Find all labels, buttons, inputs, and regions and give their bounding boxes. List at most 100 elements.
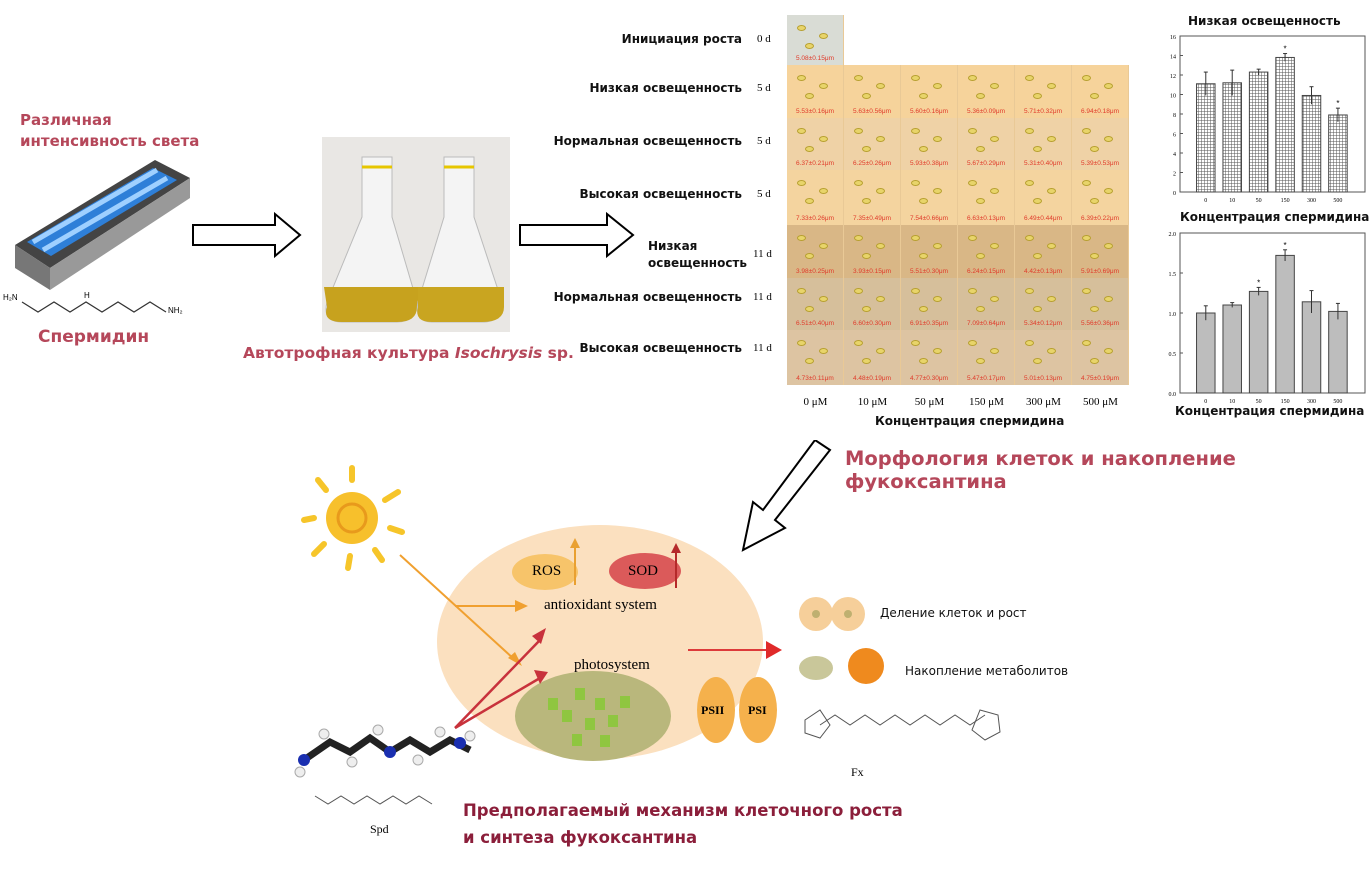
- cell-size-label: 7.54±0.66μm: [909, 215, 949, 222]
- algae-cell-icon: [919, 198, 928, 204]
- algae-cell-icon: [1025, 180, 1034, 186]
- micrograph-cell: 5.08±0.15μm: [787, 15, 844, 65]
- algae-cell-icon: [862, 198, 871, 204]
- cell-size-label: 5.34±0.12μm: [1023, 320, 1063, 327]
- algae-cell-icon: [919, 146, 928, 152]
- micrograph-cell: 5.71±0.32μm: [1015, 65, 1072, 118]
- algae-cell-icon: [976, 146, 985, 152]
- cell-size-label: 5.36±0.09μm: [966, 108, 1006, 115]
- y-tick-label: 2: [1173, 172, 1176, 178]
- cell-size-label: 7.09±0.64μm: [966, 320, 1006, 327]
- cell-size-label: 6.94±0.18μm: [1080, 108, 1120, 115]
- algae-cell-icon: [976, 306, 985, 312]
- spermidine-structure: [21, 301, 167, 313]
- micrograph-cell: 5.53±0.16μm: [787, 65, 844, 118]
- metabolites-label: Накопление метаболитов: [905, 664, 1069, 678]
- micrograph-cell: 5.47±0.17μm: [958, 330, 1015, 385]
- y-tick-label: 6: [1173, 133, 1176, 139]
- caption-line2: и синтеза фукоксантина: [463, 828, 698, 847]
- micrograph-cell: 5.60±0.16μm: [901, 65, 958, 118]
- bar: [1248, 71, 1269, 193]
- psii-label: PSII: [701, 703, 725, 717]
- arrow-right-icon: [192, 211, 302, 259]
- y-tick-label: 4: [1173, 152, 1176, 158]
- algae-cell-icon: [1047, 136, 1056, 142]
- bar: [1301, 94, 1322, 193]
- algae-cell-icon: [968, 235, 977, 241]
- significance-star: *: [1284, 241, 1287, 250]
- algae-cell-icon: [990, 188, 999, 194]
- significance-star: *: [1284, 45, 1287, 54]
- algae-cell-icon: [1025, 288, 1034, 294]
- micrograph-cell: 4.77±0.30μm: [901, 330, 958, 385]
- micrograph-cell: 4.75±0.19μm: [1072, 330, 1129, 385]
- x-tick-label: 0: [1204, 198, 1207, 204]
- column-label: 10 μM: [857, 396, 888, 408]
- algae-cell-icon: [919, 306, 928, 312]
- algae-cell-icon: [1090, 198, 1099, 204]
- algae-cell-icon: [1082, 75, 1091, 81]
- cell-size-label: 5.56±0.36μm: [1080, 320, 1120, 327]
- algae-cell-icon: [819, 33, 828, 39]
- caption-species: Isochrysis: [454, 344, 543, 362]
- algae-cell-icon: [976, 93, 985, 99]
- algae-cell-icon: [805, 198, 814, 204]
- micrograph-cell: 3.93±0.15μm: [844, 225, 901, 278]
- algae-cell-icon: [1033, 198, 1042, 204]
- micrograph-cell: 5.51±0.30μm: [901, 225, 958, 278]
- algae-cell-icon: [976, 358, 985, 364]
- bar: [1222, 82, 1242, 193]
- y-tick-label: 16: [1170, 35, 1176, 41]
- algae-cell-icon: [819, 348, 828, 354]
- micrograph-cell: 5.01±0.13μm: [1015, 330, 1072, 385]
- cell-size-label: 4.77±0.30μm: [909, 375, 949, 382]
- algae-cell-icon: [797, 75, 806, 81]
- algae-cell-icon: [911, 235, 920, 241]
- algae-cell-icon: [919, 253, 928, 259]
- algae-cell-icon: [876, 348, 885, 354]
- x-tick-label: 50: [1256, 198, 1262, 204]
- algae-cell-icon: [968, 180, 977, 186]
- algae-cell-icon: [1090, 93, 1099, 99]
- x-tick-label: 150: [1281, 399, 1290, 405]
- ros-bubble: [512, 554, 578, 590]
- algae-cell-icon: [1090, 358, 1099, 364]
- column-label: 150 μM: [969, 396, 1004, 408]
- cell-size-label: 5.47±0.17μm: [966, 375, 1006, 382]
- cell-size-label: 6.39±0.22μm: [1080, 215, 1120, 222]
- sod-bubble: [609, 553, 681, 589]
- cell-size-label: 6.24±0.15μm: [966, 268, 1006, 275]
- micrograph-cell: 5.34±0.12μm: [1015, 278, 1072, 330]
- algae-cell-icon: [805, 358, 814, 364]
- bar: [1248, 290, 1269, 394]
- micrograph-cell: 7.35±0.49μm: [844, 170, 901, 225]
- day-label: 5 d: [757, 188, 771, 200]
- algae-cell-icon: [968, 340, 977, 346]
- x-tick-label: 0: [1204, 399, 1207, 405]
- fucoxanthin-structure: [804, 709, 1001, 741]
- algae-cell-icon: [933, 348, 942, 354]
- chloroplast: [515, 671, 671, 761]
- cell-size-label: 6.37±0.21μm: [795, 160, 835, 167]
- cell-size-label: 7.33±0.26μm: [795, 215, 835, 222]
- spd-label: Spd: [370, 822, 389, 836]
- algae-cell-icon: [854, 340, 863, 346]
- algae-cell-icon: [1082, 180, 1091, 186]
- algae-cell-icon: [797, 180, 806, 186]
- cell-size-label: 4.75±0.19μm: [1080, 375, 1120, 382]
- micrograph-cell: 6.51±0.40μm: [787, 278, 844, 330]
- light-intensity-label: Различная интенсивность света: [20, 111, 200, 150]
- chart2-xlabel: Концентрация спермидина: [1175, 404, 1365, 418]
- algae-cell-icon: [862, 253, 871, 259]
- cell-size-label: 5.01±0.13μm: [1023, 375, 1063, 382]
- caption-prefix: Автотрофная культура: [243, 344, 455, 362]
- algae-cell-icon: [854, 75, 863, 81]
- algae-cell-icon: [933, 243, 942, 249]
- spd-structure: [314, 795, 433, 805]
- cell-size-label: 6.63±0.13μm: [966, 215, 1006, 222]
- algae-cell-icon: [1047, 83, 1056, 89]
- algae-cell-icon: [819, 243, 828, 249]
- micrograph-cell: 4.48±0.19μm: [844, 330, 901, 385]
